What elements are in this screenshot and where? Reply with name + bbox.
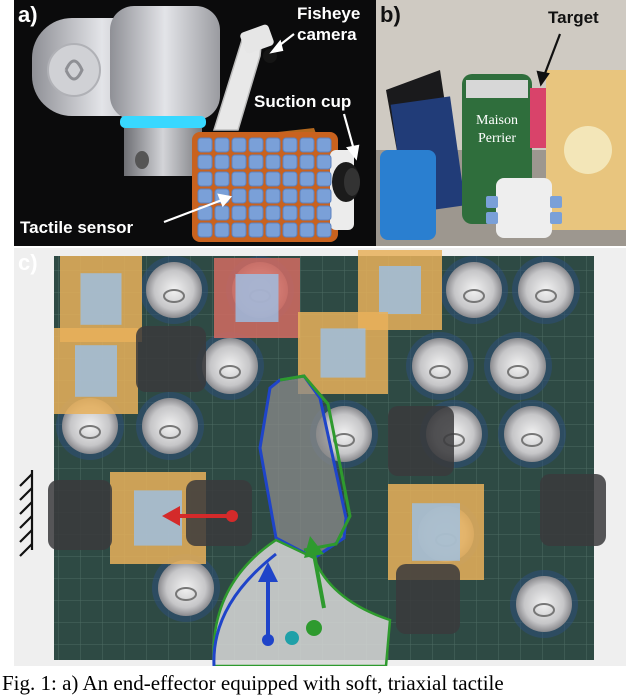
cyan-led-ring: [120, 116, 206, 128]
taxel: [316, 222, 332, 238]
taxel: [231, 154, 247, 170]
taxel: [248, 205, 264, 221]
panel-c-topdown: c): [14, 248, 626, 666]
panel-a-photo: a) Fisheye camera Suction cup Tactile se…: [14, 0, 376, 246]
tactile-sensor-housing: [192, 132, 338, 242]
label-tactile-sensor: Tactile sensor: [20, 218, 134, 237]
taxel: [231, 205, 247, 221]
dark-canister: [186, 480, 252, 546]
taxel: [265, 205, 281, 221]
taxel: [282, 222, 298, 238]
taxel: [316, 137, 332, 153]
cereal-box: [60, 256, 142, 342]
taxel: [214, 154, 230, 170]
fixed-wall-hatch: [19, 470, 34, 557]
taxel: [248, 222, 264, 238]
label-suction-cup: Suction cup: [254, 92, 352, 111]
panel-c-label: c): [18, 250, 38, 275]
taxel: [316, 154, 332, 170]
dark-canister: [396, 564, 460, 634]
taxel: [265, 222, 281, 238]
taxel: [197, 222, 213, 238]
taxel: [248, 154, 264, 170]
taxel: [299, 188, 315, 204]
soda-can-top: [136, 392, 204, 460]
taxel: [248, 188, 264, 204]
soda-can-top: [512, 256, 580, 324]
can-brand-line1: Maison: [476, 113, 518, 128]
green-arrow: [312, 553, 326, 609]
taxel: [214, 137, 230, 153]
clutter-scene-illustration: Maison Perrier: [376, 0, 626, 246]
topdown-scene-illustration: [14, 248, 626, 666]
panel-b-label: b): [380, 2, 401, 27]
label-target: Target: [548, 8, 599, 27]
taxel: [214, 222, 230, 238]
teal-dot: [285, 631, 299, 645]
soda-can-top: [196, 332, 264, 400]
red-dot: [226, 510, 238, 522]
taxel: [282, 137, 298, 153]
taxel: [231, 171, 247, 187]
taxel: [197, 154, 213, 170]
taxel: [214, 205, 230, 221]
blue-can: [380, 150, 436, 240]
taxel: [248, 171, 264, 187]
soda-can-top: [140, 256, 208, 324]
figure-caption: Fig. 1: a) An end-effector equipped with…: [2, 671, 504, 695]
cereal-box: [298, 312, 388, 394]
taxel: [299, 205, 315, 221]
can-brand-line2: Perrier: [478, 131, 516, 146]
taxel: [299, 171, 315, 187]
soda-can-top: [498, 400, 566, 468]
panel-b-photo: Maison Perrier b) Target: [376, 0, 626, 246]
taxel: [316, 188, 332, 204]
tool-flange: [124, 128, 202, 176]
clutter-objects: [48, 250, 606, 638]
robot-wrist: [110, 6, 220, 120]
soda-can-top: [440, 256, 508, 324]
taxel: [265, 154, 281, 170]
green-dot: [306, 620, 322, 636]
taxel: [248, 137, 264, 153]
gripper-outline-green: [279, 374, 352, 552]
taxel: [265, 171, 281, 187]
soda-can-top: [406, 332, 474, 400]
taxel: [299, 154, 315, 170]
taxel: [265, 137, 281, 153]
taxel: [231, 222, 247, 238]
label-fisheye-line2: camera: [297, 25, 357, 44]
gripper: [496, 178, 552, 238]
taxel: [282, 188, 298, 204]
taxel: [265, 188, 281, 204]
panel-a-label: a): [18, 2, 38, 27]
taxel: [231, 137, 247, 153]
dark-canister: [388, 406, 454, 476]
taxel: [282, 205, 298, 221]
taxel: [231, 188, 247, 204]
taxel: [282, 171, 298, 187]
cereal-box: [214, 258, 300, 338]
end-effector-illustration: [32, 6, 360, 242]
dark-canister: [136, 326, 206, 392]
taxel: [316, 171, 332, 187]
taxel: [299, 137, 315, 153]
tactile-taxel-grid: [197, 137, 332, 238]
dark-canister: [540, 474, 606, 546]
soda-can-top: [152, 554, 220, 622]
cereal-box: [54, 328, 138, 414]
blue-dot: [262, 634, 274, 646]
label-fisheye-line1: Fisheye: [297, 4, 361, 23]
taxel: [197, 137, 213, 153]
soda-can-top: [484, 332, 552, 400]
taxel: [197, 188, 213, 204]
dark-canister: [48, 480, 112, 550]
soda-can-top: [510, 570, 578, 638]
taxel: [214, 171, 230, 187]
taxel: [282, 154, 298, 170]
taxel: [197, 171, 213, 187]
taxel: [299, 222, 315, 238]
taxel: [316, 205, 332, 221]
